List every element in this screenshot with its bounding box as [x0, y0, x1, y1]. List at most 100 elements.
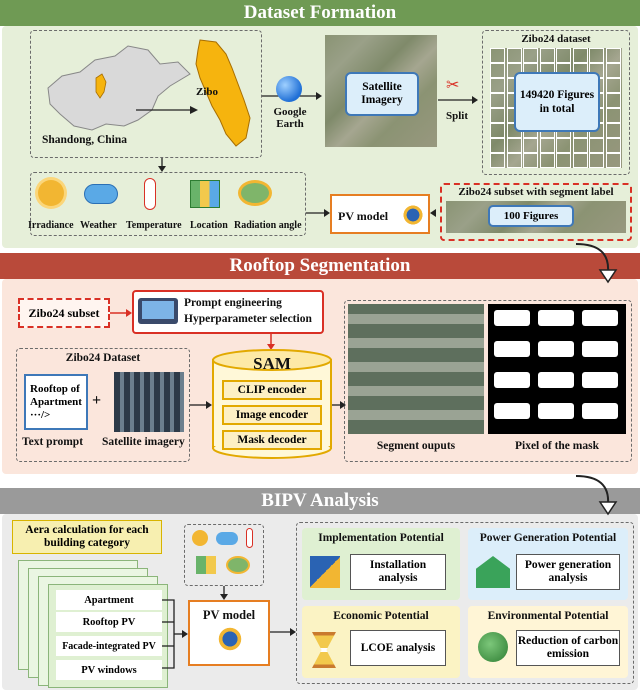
map-box — [30, 30, 262, 158]
dataset-tile — [490, 93, 505, 108]
dataset-tile — [490, 48, 505, 63]
arrows-categories-to-pv — [162, 599, 188, 669]
dataset-tile — [490, 123, 505, 138]
pv-model-box-bottom: PV model — [188, 600, 270, 666]
category-pv-windows: PV windows — [56, 660, 162, 680]
dataset-tile — [572, 153, 588, 168]
section-title: BIPV Analysis — [261, 490, 379, 511]
subset-title: Zibo24 subset with segment label — [458, 186, 614, 198]
pv-model-box-top: PV model — [330, 194, 430, 234]
plus-sign: + — [92, 392, 102, 409]
mask-image — [488, 304, 626, 434]
dataset-tile — [605, 138, 621, 153]
dataset-tile — [556, 138, 571, 153]
dataset-tile — [605, 78, 621, 93]
arrow-input-to-sam — [190, 401, 212, 409]
section-header-bipv-analysis: BIPV Analysis — [0, 488, 640, 514]
map-icon-small — [196, 556, 216, 574]
category-rooftop-pv: Rooftop PV — [56, 612, 162, 632]
arrow-to-factors — [158, 158, 166, 172]
mask-blob — [494, 372, 530, 388]
mask-blob — [538, 372, 574, 388]
satellite-imagery-label: Satellite imagery — [102, 436, 185, 448]
seg-dataset-title: Zibo24 Dataset — [65, 352, 141, 364]
zibo24-dataset-title: Zibo24 dataset — [521, 33, 591, 45]
arrow-subset-to-prompt — [110, 309, 132, 317]
cloud-icon — [84, 184, 118, 204]
dataset-tile — [589, 138, 604, 153]
dataset-tile — [539, 48, 555, 63]
factors-box — [30, 172, 306, 236]
dataset-tile — [572, 48, 588, 63]
arrow-split — [438, 96, 478, 104]
google-earth-label: Google Earth — [273, 106, 307, 130]
mask-blob — [494, 403, 530, 419]
arrow-factors-to-pv — [306, 209, 330, 217]
zibo-small-shape — [95, 73, 107, 99]
section-title: Dataset Formation — [243, 2, 397, 23]
satellite-imagery-thumb — [114, 372, 184, 432]
dataset-tile — [490, 63, 505, 78]
solar-panel-icon-bottom — [217, 626, 243, 652]
radiation-angle-icon — [238, 180, 272, 206]
angle-icon-small — [226, 556, 250, 574]
segment-outputs-label: Segment ouputs — [376, 440, 456, 452]
arrow-factors-to-pv-bottom — [220, 586, 228, 600]
section-title: Rooftop Segmentation — [229, 255, 411, 276]
curved-arrow-1 — [575, 243, 618, 284]
dataset-tile — [523, 48, 538, 63]
potentials-box — [296, 522, 634, 684]
factor-irradiance: Irradiance — [28, 220, 74, 231]
hyperparameter-label: Hyperparameter selection — [184, 313, 312, 325]
economic-title: Economic Potential — [333, 610, 429, 622]
power-generation-analysis-box: Power generation analysis — [516, 554, 620, 590]
dataset-count-box: 149420 Figures in total — [514, 72, 600, 132]
arrow-pv-to-potentials — [270, 628, 296, 636]
dataset-tile — [605, 123, 621, 138]
mask-blob — [582, 341, 618, 357]
clip-encoder-box: CLIP encoder — [222, 380, 322, 400]
seg-subset-box: Zibo24 subset — [18, 298, 110, 328]
map-arrow-head — [190, 106, 198, 114]
mask-blob — [494, 310, 530, 326]
dataset-tile — [605, 153, 621, 168]
curved-arrow-2 — [575, 475, 618, 516]
dataset-tile — [605, 48, 621, 63]
subset-count-box: 100 Figures — [488, 205, 574, 227]
segment-outputs-box — [344, 300, 632, 462]
arrow-sam-to-output — [332, 401, 346, 409]
dataset-tile — [556, 48, 571, 63]
mask-blob — [538, 310, 574, 326]
segment-output-image — [348, 304, 484, 434]
factor-weather: Weather — [80, 220, 117, 231]
map-location-icon — [190, 180, 220, 208]
sun-icon — [38, 180, 64, 206]
laptop-icon — [138, 298, 178, 324]
mask-blob — [582, 310, 618, 326]
dataset-tile — [572, 138, 588, 153]
dataset-tile — [506, 48, 522, 63]
solar-panel-icon — [402, 204, 424, 226]
pv-model-label-bottom: PV model — [202, 608, 256, 622]
implementation-title: Implementation Potential — [318, 532, 444, 544]
google-earth-icon — [276, 76, 302, 102]
text-prompt-label: Text prompt — [22, 436, 84, 448]
dataset-tile — [490, 138, 505, 153]
dataset-tile — [523, 153, 538, 168]
dataset-tile — [589, 48, 604, 63]
lcoe-analysis-box: LCOE analysis — [350, 630, 446, 666]
cloud-icon-small — [216, 532, 238, 545]
dataset-tile — [490, 78, 505, 93]
factor-temperature: Temperature — [126, 220, 182, 231]
split-label: Split — [446, 110, 469, 122]
factor-location: Location — [190, 220, 228, 231]
dataset-tile — [539, 153, 555, 168]
thermometer-icon — [144, 178, 156, 210]
pixel-mask-label: Pixel of the mask — [514, 440, 599, 452]
thermometer-icon-small — [246, 528, 253, 548]
dataset-tile — [490, 153, 505, 168]
mask-blob — [582, 403, 618, 419]
bipv-factors-box — [184, 524, 264, 586]
carbon-reduction-box: Reduction of carbon emission — [516, 630, 620, 666]
dataset-tile — [506, 153, 522, 168]
